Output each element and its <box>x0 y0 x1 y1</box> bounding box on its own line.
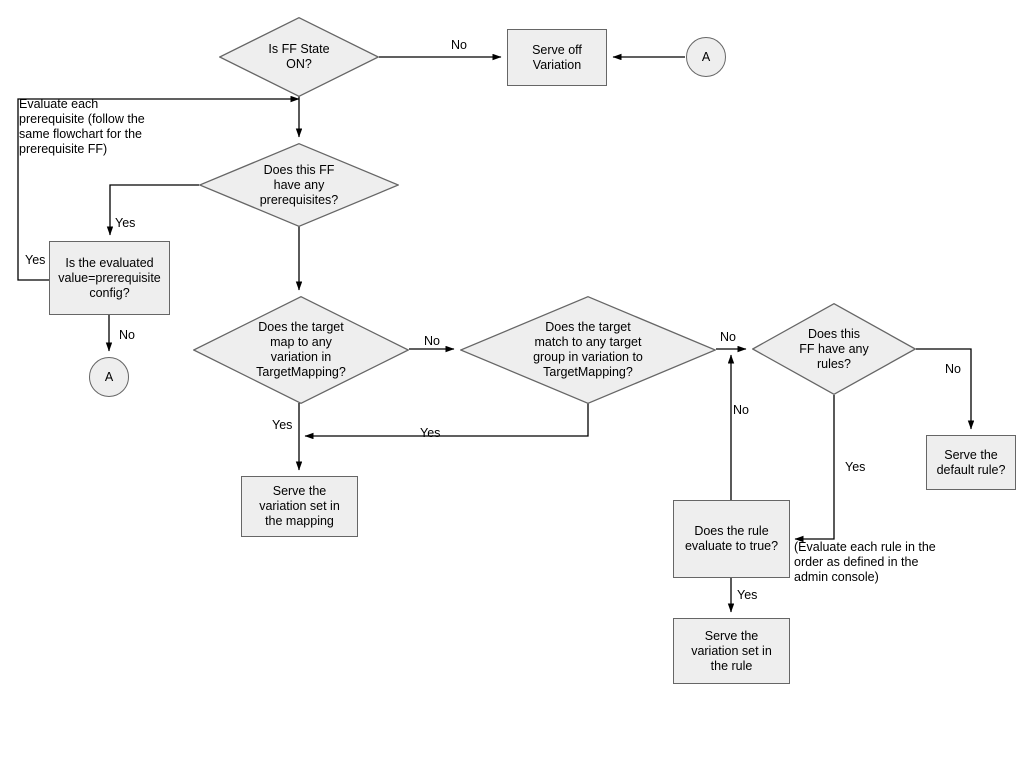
edge-label-ruleevaluate-no: No <box>733 403 749 417</box>
edge-ffrules-yes <box>794 395 835 543</box>
edge-label-targetmapping-yes: Yes <box>272 418 293 432</box>
node-evaluated-value[interactable]: Is the evaluated value=prerequisite conf… <box>49 241 170 315</box>
diamond-shape <box>219 17 379 97</box>
diamond-shape <box>460 296 716 404</box>
node-connector-a-bottom[interactable]: A <box>89 357 129 397</box>
edge-prereq-yes <box>106 184 199 236</box>
node-ff-rules[interactable]: Does this FF have any rules? <box>752 303 916 395</box>
node-label: Is the evaluated value=prerequisite conf… <box>58 255 161 300</box>
node-label: Serve the variation set in the mapping <box>259 484 340 528</box>
note-prerequisite: Evaluate each prerequisite (follow the s… <box>19 97 145 156</box>
edge-targetgroup-yes <box>304 403 589 440</box>
note-rule-order: (Evaluate each rule in the order as defi… <box>794 540 936 584</box>
edge-label-targetgroup-no: No <box>720 330 736 344</box>
node-label: Is FF State ON? <box>268 42 330 71</box>
node-label: Does the target match to any target grou… <box>533 320 643 379</box>
node-serve-off-variation[interactable]: Serve off Variation <box>507 29 607 86</box>
edge-label-targetgroup-yes: Yes <box>420 426 441 440</box>
node-label: Does the target map to any variation in … <box>256 320 346 379</box>
diamond-shape <box>752 303 916 395</box>
edge-label-ruleevaluate-yes: Yes <box>737 588 758 602</box>
node-rule-evaluate[interactable]: Does the rule evaluate to true? <box>673 500 790 578</box>
node-serve-mapping-variation[interactable]: Serve the variation set in the mapping <box>241 476 358 537</box>
node-serve-default-rule[interactable]: Serve the default rule? <box>926 435 1016 490</box>
edge-label-ffstate-no: No <box>451 38 467 52</box>
node-label: Does this FF have any rules? <box>799 326 869 371</box>
node-label: Does the rule evaluate to true? <box>684 524 779 553</box>
node-serve-rule-variation[interactable]: Serve the variation set in the rule <box>673 618 790 684</box>
node-target-group[interactable]: Does the target match to any target grou… <box>460 296 716 404</box>
node-connector-a-top[interactable]: A <box>686 37 726 77</box>
node-label: A <box>104 369 114 384</box>
edge-evaluated-yes <box>17 95 300 281</box>
node-label: Serve the variation set in the rule <box>691 628 772 673</box>
node-label: Does this FF have any prerequisites? <box>259 162 339 207</box>
edge-label-ffrules-no: No <box>945 362 961 376</box>
edge-label-ffrules-yes: Yes <box>845 460 866 474</box>
edge-ffrules-no <box>916 348 975 430</box>
node-prerequisites[interactable]: Does this FF have any prerequisites? <box>199 143 399 227</box>
edge-label-evaluated-yes: Yes <box>25 253 46 267</box>
edge-label-targetmapping-no: No <box>424 334 440 348</box>
diamond-shape <box>193 296 409 404</box>
node-label: Serve off Variation <box>532 42 582 72</box>
edge-label-prerequisites-yes: Yes <box>115 216 136 230</box>
node-target-mapping[interactable]: Does the target map to any variation in … <box>193 296 409 404</box>
diamond-shape <box>199 143 399 227</box>
node-ff-state[interactable]: Is FF State ON? <box>219 17 379 97</box>
node-label: A <box>701 49 711 64</box>
edge-label-evaluated-no: No <box>119 328 135 342</box>
node-label: Serve the default rule? <box>936 447 1006 477</box>
